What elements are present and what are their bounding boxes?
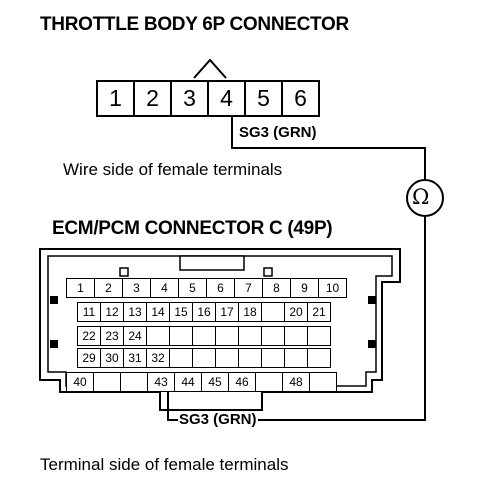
ecm-pin-16: 16: [192, 302, 216, 322]
ecm-empty-cavity: [215, 348, 239, 368]
ecm-pin-46: 46: [228, 372, 256, 392]
ecm-pin-45: 45: [201, 372, 229, 392]
ecm-pin-22: 22: [77, 326, 101, 346]
ecm-side-tab-right-top: [368, 296, 376, 304]
ecm-pin-8: 8: [262, 278, 291, 298]
ecm-pin-31: 31: [123, 348, 147, 368]
ohm-symbol: Ω: [412, 185, 430, 209]
ecm-pin-30: 30: [100, 348, 124, 368]
ecm-pin-29: 29: [77, 348, 101, 368]
ecm-pin-10: 10: [318, 278, 347, 298]
ecm-empty-cavity: [238, 348, 262, 368]
ecm-empty-cavity: [261, 302, 285, 322]
ecm-caption: Terminal side of female terminals: [40, 455, 289, 474]
ecm-pin-3: 3: [122, 278, 151, 298]
ecm-pin-48: 48: [282, 372, 310, 392]
ecm-pin-23: 23: [100, 326, 124, 346]
ecm-pin-44: 44: [174, 372, 202, 392]
ecm-empty-cavity: [307, 348, 331, 368]
ecm-empty-cavity: [120, 372, 148, 392]
ecm-pin-17: 17: [215, 302, 239, 322]
ecm-housing-inner: [47, 255, 393, 387]
ecm-pin-12: 12: [100, 302, 124, 322]
ecm-wire-label: SG3 (GRN): [178, 411, 258, 428]
ecm-key-right: [263, 267, 273, 277]
ecm-side-tab-left-bottom: [50, 340, 58, 348]
ecm-key-left: [119, 267, 129, 277]
throttle-caption: Wire side of female terminals: [63, 160, 283, 179]
ecm-pin-4: 4: [150, 278, 179, 298]
ecm-pin-40: 40: [66, 372, 94, 392]
ecm-pin-32: 32: [146, 348, 170, 368]
ecm-pin-20: 20: [284, 302, 308, 322]
ecm-pin-13: 13: [123, 302, 147, 322]
ecm-empty-cavity: [169, 326, 193, 346]
ecm-empty-cavity: [261, 326, 285, 346]
ecm-empty-cavity: [284, 348, 308, 368]
sg3-wire-top: [231, 117, 426, 180]
ecm-empty-cavity: [215, 326, 239, 346]
ecm-pin-18: 18: [238, 302, 262, 322]
throttle-pin-6: 6: [281, 80, 320, 117]
throttle-pin-5: 5: [244, 80, 283, 117]
ecm-pin-1: 1: [66, 278, 95, 298]
ecm-pin-24: 24: [123, 326, 147, 346]
ecm-pin-9: 9: [290, 278, 319, 298]
sg3-wire-bottom: [167, 216, 426, 421]
ecm-side-tab-right-bottom: [368, 340, 376, 348]
ecm-empty-cavity: [284, 326, 308, 346]
ecm-pin-14: 14: [146, 302, 170, 322]
ecm-pin-5: 5: [178, 278, 207, 298]
throttle-wire-label: SG3 (GRN): [238, 124, 318, 141]
ecm-connector-title: ECM/PCM CONNECTOR C (49P): [52, 218, 333, 239]
ecm-empty-cavity: [309, 372, 337, 392]
ecm-pin-21: 21: [307, 302, 331, 322]
ecm-housing-outline: [39, 248, 401, 411]
ecm-empty-cavity: [255, 372, 283, 392]
connector-latch: [193, 58, 227, 79]
throttle-pin-1: 1: [96, 80, 135, 117]
ecm-pin-15: 15: [169, 302, 193, 322]
ecm-empty-cavity: [146, 326, 170, 346]
ecm-empty-cavity: [93, 372, 121, 392]
throttle-connector-title: THROTTLE BODY 6P CONNECTOR: [40, 14, 349, 35]
throttle-pin-3: 3: [170, 80, 209, 117]
ecm-empty-cavity: [192, 348, 216, 368]
ecm-empty-cavity: [169, 348, 193, 368]
ecm-pin-2: 2: [94, 278, 123, 298]
ecm-empty-cavity: [261, 348, 285, 368]
throttle-pin-2: 2: [133, 80, 172, 117]
ecm-empty-cavity: [192, 326, 216, 346]
ecm-pin-6: 6: [206, 278, 235, 298]
ecm-pin-11: 11: [77, 302, 101, 322]
ecm-pin-7: 7: [234, 278, 263, 298]
throttle-pin-4: 4: [207, 80, 246, 117]
ecm-pin-43: 43: [147, 372, 175, 392]
ecm-center-key: [179, 255, 245, 271]
ecm-side-tab-left-top: [50, 296, 58, 304]
ecm-empty-cavity: [307, 326, 331, 346]
ecm-empty-cavity: [238, 326, 262, 346]
